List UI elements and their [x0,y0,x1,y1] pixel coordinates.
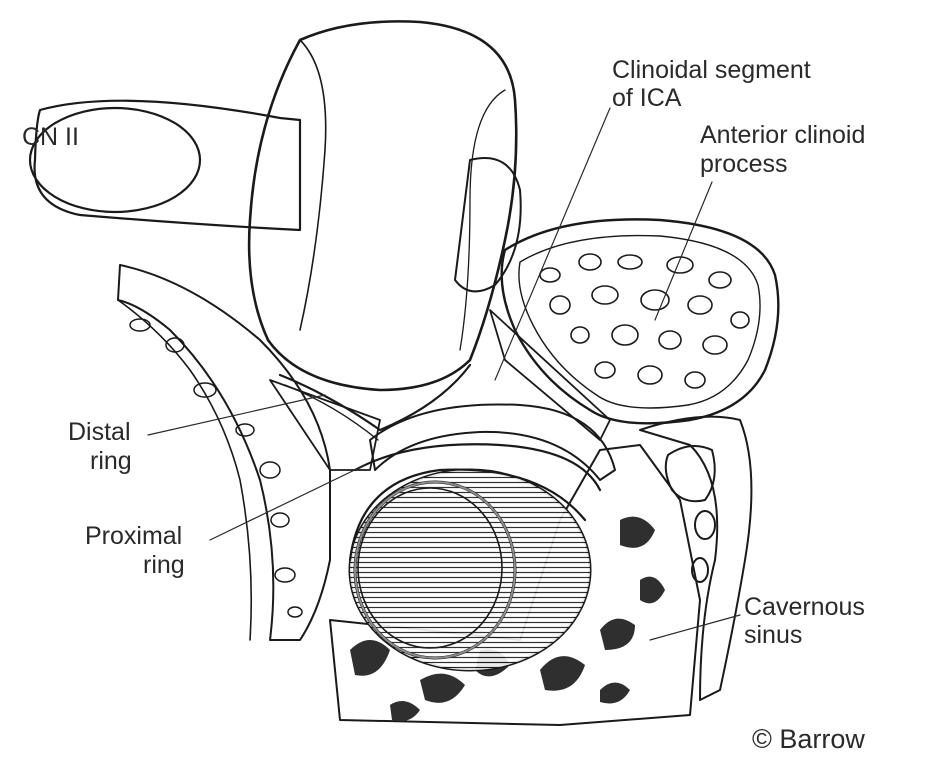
label-cavernous-line1: Cavernous [744,593,865,621]
optic-nerve-cn2 [28,99,302,232]
leader-cavernous-sinus [649,614,741,641]
label-proximal-line2: ring [143,551,185,579]
label-distal-line1: Distal [68,418,131,446]
leader-anterior-clinoid [654,181,713,321]
label-clinoidal-line1: Clinoidal segment [612,56,811,84]
ica-cross-section [348,468,592,672]
labels: CN II Clinoidal segment of ICA Anterior … [22,56,865,754]
credit-text: © Barrow [752,724,865,754]
leader-proximal-ring [209,464,366,541]
proximal-ring-band [353,443,602,492]
ica-main-tube [247,20,518,392]
anterior-clinoid-process [500,218,780,425]
ica-clinoidal-bend [369,403,616,481]
label-cn2: CN II [22,123,79,151]
sphenoid-bone-right [639,415,753,701]
label-distal-line2: ring [90,447,132,475]
label-clinoidal-line2: of ICA [612,84,682,112]
label-proximal-line1: Proximal [85,522,182,550]
leader-distal-ring [147,394,326,436]
label-anterior-line2: process [700,150,788,178]
leader-clinoidal [494,107,611,381]
label-anterior-line1: Anterior clinoid [700,121,865,149]
distal-ring-band [278,363,472,441]
left-bone-wall [117,264,331,641]
posterior-vessel [454,157,522,293]
label-cavernous-line2: sinus [744,621,802,649]
leader-lines [147,107,741,641]
